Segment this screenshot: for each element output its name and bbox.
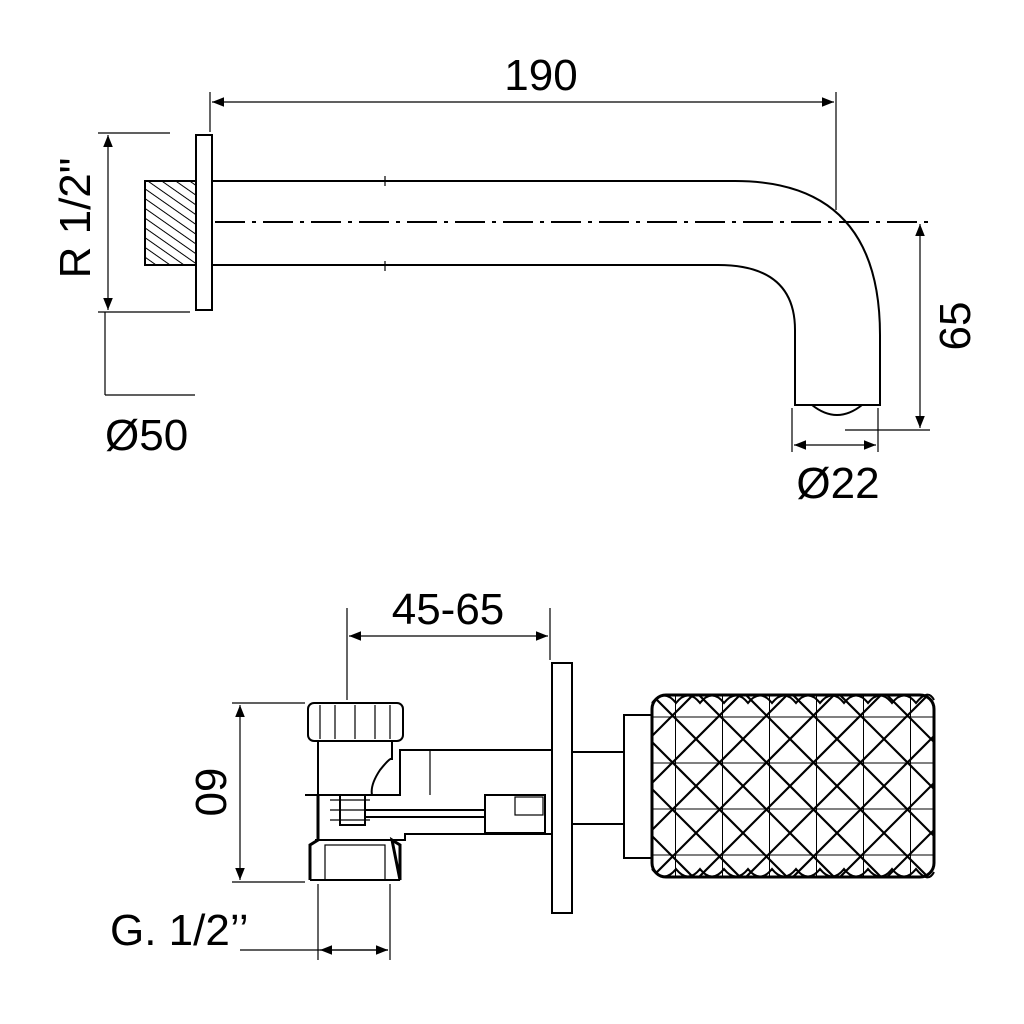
threaded-connector — [144, 180, 197, 266]
knurl-line — [276, 695, 458, 877]
knurl-line — [933, 695, 934, 877]
valve-connector — [308, 795, 402, 881]
knurl-line — [792, 695, 934, 877]
knurl-line — [323, 695, 505, 877]
knurl-line — [886, 695, 934, 877]
valve-top-cap — [307, 702, 404, 742]
knurl-line — [652, 695, 741, 877]
knurl-line — [981, 695, 1024, 877]
knurled-handle[interactable] — [276, 693, 1024, 879]
knurl-line — [652, 695, 694, 877]
knurl-line — [652, 695, 741, 877]
dim-depth-range-label: 45-65 — [392, 585, 505, 634]
valve-view: 45-65 60 G. 1/2’’ — [110, 585, 1024, 960]
spout-outlet — [811, 404, 863, 416]
dim-length-label: 190 — [504, 51, 577, 100]
spout-view: 190 R 1/2" Ø50 65 Ø22 — [51, 51, 980, 508]
knurl-line — [839, 695, 934, 877]
knurl-line — [652, 695, 788, 877]
valve-stem — [571, 751, 625, 825]
wall-plate — [195, 134, 213, 311]
knurl-line — [933, 695, 934, 877]
knurl-line — [886, 695, 934, 877]
knurl-line — [323, 695, 505, 877]
dim-thread-label: R 1/2" — [51, 158, 100, 279]
knurl-line — [745, 695, 929, 877]
valve-body — [305, 749, 552, 796]
dim-outlet-diameter-label: Ø22 — [796, 459, 879, 508]
knurl-line — [464, 695, 646, 877]
knurl-line — [698, 695, 882, 877]
valve-wall-plate — [551, 662, 573, 914]
knurl-line — [464, 695, 646, 877]
knurl-line — [652, 695, 835, 877]
knurl-line — [370, 695, 552, 877]
dim-height-label: 60 — [186, 768, 235, 817]
knurl-line — [370, 695, 552, 877]
knurl-line — [652, 695, 694, 877]
spout-body — [212, 180, 881, 406]
knurl-line — [981, 695, 1024, 877]
dim-drop-label: 65 — [931, 302, 980, 351]
knurl-line — [276, 695, 458, 877]
handle-collar — [623, 714, 653, 859]
dim-connection-label: G. 1/2’’ — [110, 906, 249, 955]
handle-knurl-pattern — [276, 695, 1024, 877]
dim-plate-diameter-label: Ø50 — [105, 411, 188, 460]
